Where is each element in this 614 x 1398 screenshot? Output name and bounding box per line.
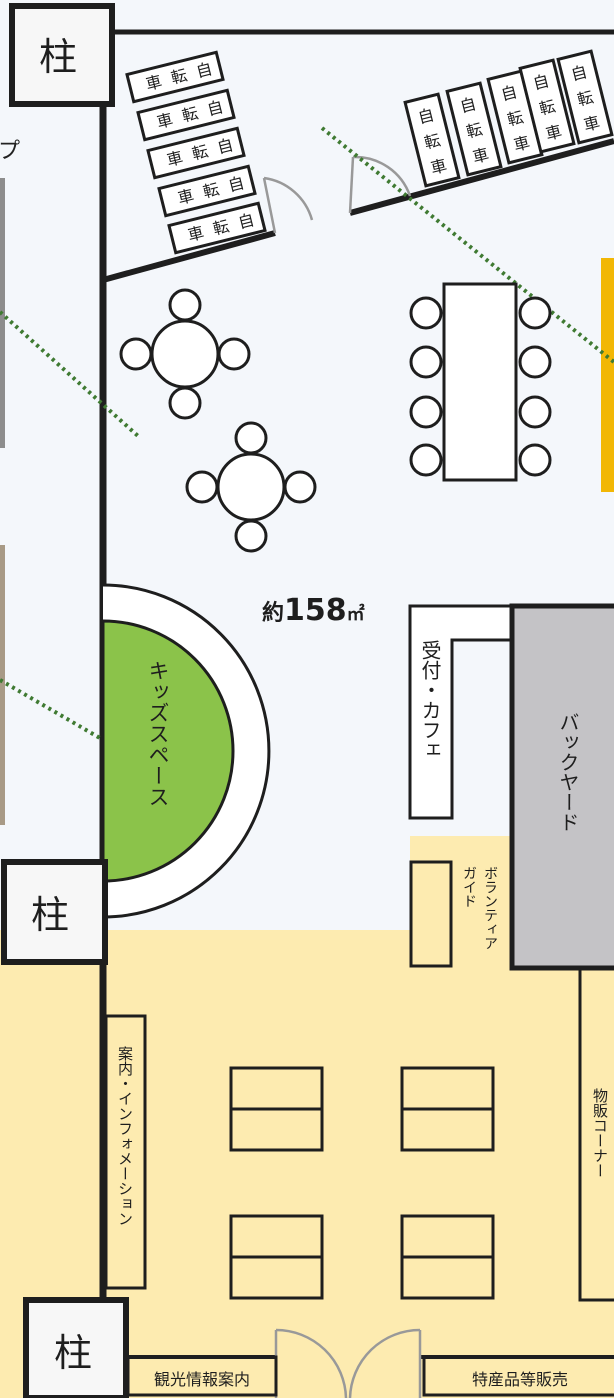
bike-spot: 自転車 — [403, 92, 461, 188]
svg-text:自: 自 — [236, 210, 256, 232]
yellow-zone-volunteer — [410, 836, 510, 930]
bike-spot: 自転車 — [157, 164, 257, 218]
svg-text:車: 車 — [155, 110, 175, 132]
pillar-middle: 柱 — [1, 859, 108, 965]
area-label: 約158㎡ — [262, 593, 365, 628]
svg-text:転: 転 — [201, 179, 221, 201]
svg-text:転: 転 — [575, 87, 595, 109]
volunteer-guide-label-1: ボランティア — [482, 866, 498, 950]
svg-text:転: 転 — [211, 216, 231, 238]
svg-text:車: 車 — [544, 122, 564, 144]
left-photo-2 — [0, 545, 5, 825]
info-desk — [104, 1014, 147, 1290]
svg-text:自: 自 — [215, 135, 235, 157]
svg-text:転: 転 — [537, 96, 557, 118]
bike-spot: 自転車 — [125, 50, 225, 104]
svg-text:自: 自 — [205, 97, 225, 119]
diagonal-wall-right — [349, 138, 614, 216]
svg-text:転: 転 — [180, 103, 200, 125]
backyard-label: バックヤード — [556, 712, 580, 832]
svg-text:車: 車 — [165, 148, 185, 170]
bike-spot: 自転車 — [146, 126, 246, 180]
right-accent-bar — [601, 258, 614, 492]
top-entrance-door — [262, 155, 412, 234]
merch-corner-label: 物販コーナー — [591, 1088, 609, 1178]
svg-text:自: 自 — [499, 82, 519, 104]
kids-space — [101, 619, 235, 883]
bike-spot: 自転車 — [167, 201, 267, 255]
svg-text:自: 自 — [194, 59, 214, 81]
volunteer-guide-desk — [409, 860, 453, 968]
svg-text:自: 自 — [416, 105, 436, 127]
svg-text:車: 車 — [582, 113, 602, 135]
bike-spot: 自転車 — [518, 58, 576, 154]
svg-text:柱: 柱 — [31, 893, 69, 937]
bike-spot: 自転車 — [556, 49, 614, 145]
svg-text:車: 車 — [176, 186, 196, 208]
round-table-set-2 — [185, 421, 317, 553]
svg-text:自: 自 — [569, 62, 589, 84]
merch-corner — [578, 966, 614, 1302]
svg-text:転: 転 — [505, 107, 525, 129]
svg-text:柱: 柱 — [54, 1331, 92, 1375]
svg-text:車: 車 — [144, 72, 164, 94]
svg-text:車: 車 — [471, 145, 491, 167]
round-table-set-1 — [119, 288, 251, 420]
svg-text:自: 自 — [531, 71, 551, 93]
cut-off-text: プ — [0, 139, 20, 164]
local-products-counter — [422, 1355, 614, 1397]
svg-text:転: 転 — [190, 141, 210, 163]
svg-text:転: 転 — [464, 119, 484, 141]
svg-text:自: 自 — [458, 94, 478, 116]
svg-text:柱: 柱 — [39, 35, 77, 79]
svg-text:自: 自 — [226, 173, 246, 195]
display-tables — [229, 1066, 495, 1300]
svg-text:転: 転 — [169, 65, 189, 87]
long-table-set — [409, 282, 552, 482]
svg-text:車: 車 — [512, 133, 532, 155]
svg-text:車: 車 — [186, 223, 206, 245]
info-desk-label: 案内・インフォメーション — [116, 1045, 134, 1226]
tourist-info-label: 観光情報案内 — [154, 1370, 250, 1389]
pillar-top: 柱 — [9, 3, 115, 107]
svg-text:転: 転 — [422, 130, 442, 152]
volunteer-guide-label-2: ガイド — [461, 866, 477, 908]
backyard — [509, 603, 614, 971]
local-products-label: 特産品等販売 — [472, 1370, 568, 1389]
pillar-bottom: 柱 — [23, 1297, 129, 1398]
bike-spot: 自転車 — [445, 81, 503, 177]
svg-text:車: 車 — [429, 156, 449, 178]
kids-space-label: キッズスペース — [146, 660, 170, 807]
bike-spot: 自転車 — [136, 88, 236, 142]
diagonal-wall-left — [102, 230, 276, 283]
reception-cafe-label: 受付・カフェ — [418, 640, 442, 760]
